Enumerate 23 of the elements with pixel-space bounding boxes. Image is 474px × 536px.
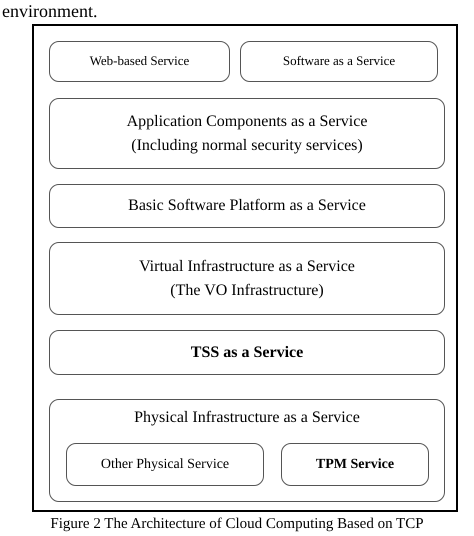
service-box <box>49 41 230 82</box>
service-box <box>49 242 445 315</box>
service-box <box>49 98 445 169</box>
service-box <box>66 443 264 486</box>
service-title: Other Physical Service <box>100 456 230 474</box>
service-title: Application Components as a Service <box>126 112 368 132</box>
service-title: Software as a Service <box>282 53 396 70</box>
service-box <box>49 330 445 375</box>
layer-panel <box>49 399 445 502</box>
service-title: Basic Software Platform as a Service <box>128 196 366 216</box>
service-box <box>49 184 445 228</box>
outer-frame <box>32 24 458 512</box>
body-text: environment. <box>2 0 98 22</box>
service-box <box>240 41 438 82</box>
service-note: (The VO Infrastructure) <box>170 280 324 300</box>
figure-caption: Figure 2 The Architecture of Cloud Computing Based on TCP <box>49 515 425 534</box>
service-title: TSS as a Service <box>190 342 304 362</box>
service-title: Virtual Infrastructure as a Service <box>139 256 355 276</box>
service-title: TPM Service <box>316 456 394 474</box>
service-title: Web-based Service <box>90 53 190 70</box>
service-box <box>281 443 429 486</box>
service-note: (Including normal security services) <box>131 136 363 156</box>
layer-title: Physical Infrastructure as a Service <box>133 408 361 428</box>
